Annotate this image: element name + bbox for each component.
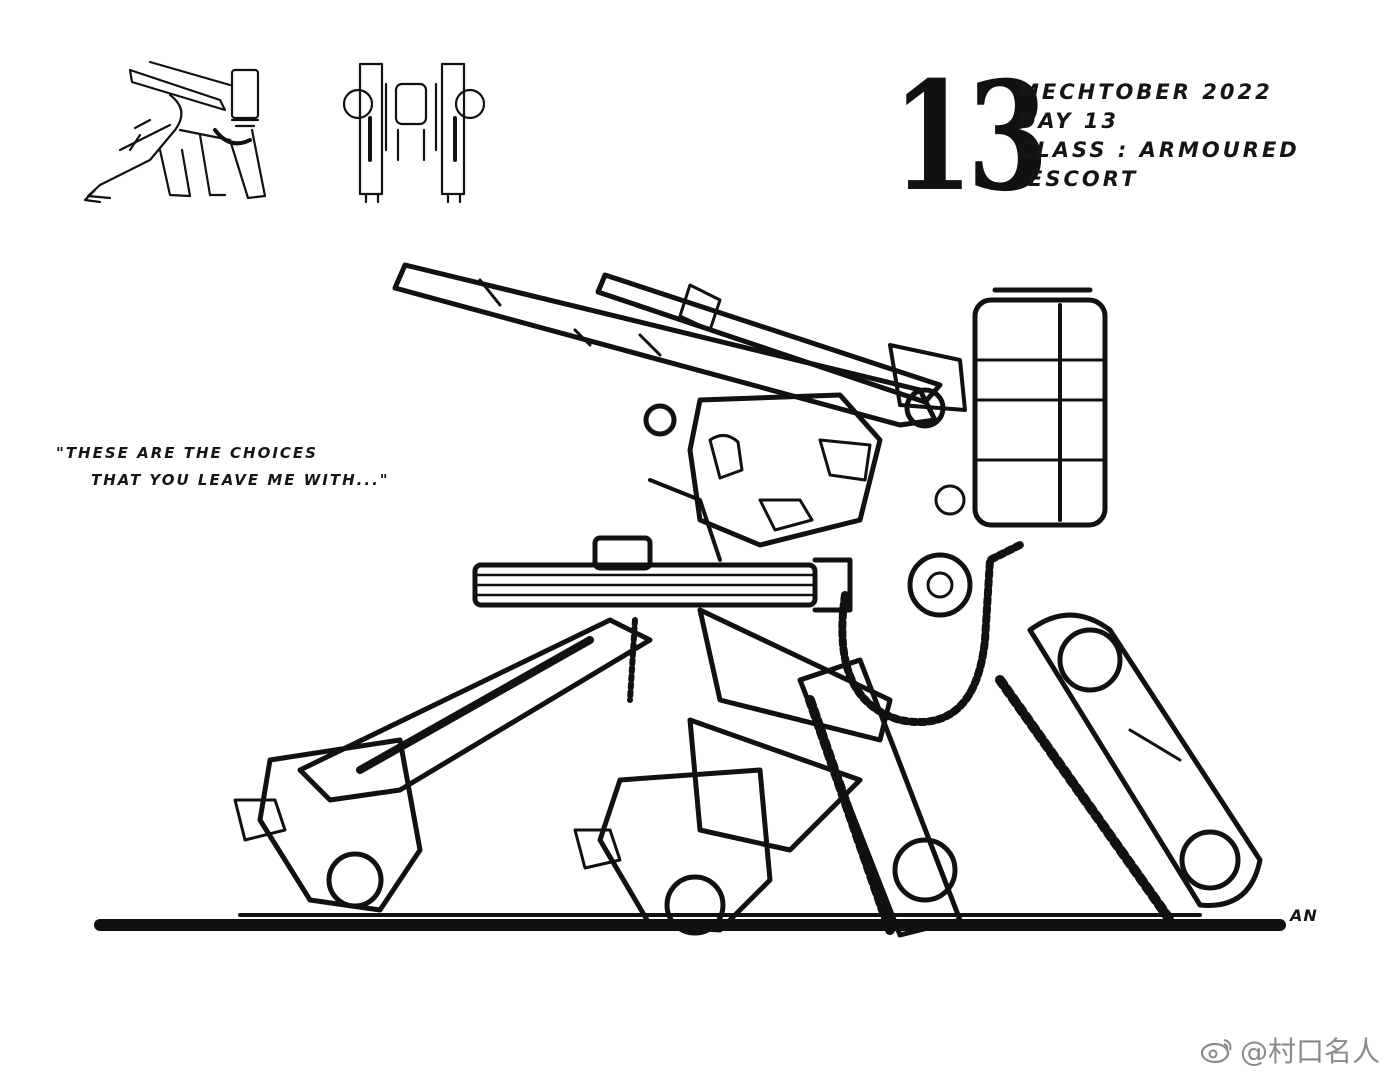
day-number: 13: [892, 49, 1049, 225]
thumbnail-front-view: [342, 62, 486, 204]
armoured-escort-mech: [233, 262, 1263, 938]
quote-line-1: "THESE ARE THE CHOICES: [56, 444, 318, 462]
header-note-day: DAY 13: [1018, 109, 1120, 133]
header-note-class-cont: ESCORT: [1028, 167, 1139, 191]
header-note-class: CLASS : ARMOURED: [1018, 138, 1300, 162]
artist-signature: AN: [1290, 906, 1318, 925]
weibo-logo-icon: [1200, 1039, 1232, 1064]
quote: "THESE ARE THE CHOICES THAT YOU LEAVE ME…: [56, 440, 516, 494]
quote-line-2: THAT YOU LEAVE ME WITH...": [91, 471, 390, 489]
watermark: @村口名人: [1200, 1030, 1380, 1070]
thumbnail-side-view: [83, 60, 267, 204]
watermark-text: @村口名人: [1240, 1035, 1381, 1068]
header-notes: MECHTOBER 2022 DAY 13 CLASS : ARMOURED E…: [1018, 78, 1358, 194]
header-note-title: MECHTOBER 2022: [1018, 80, 1273, 104]
